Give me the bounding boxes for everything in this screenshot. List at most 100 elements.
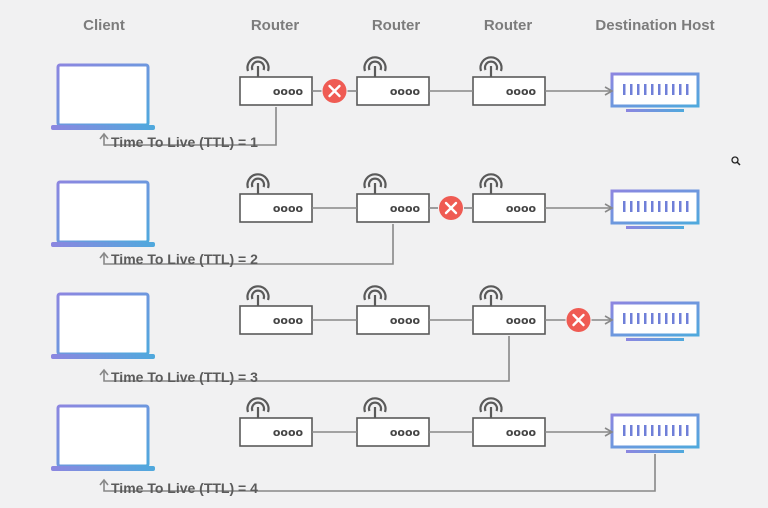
arrow-head <box>604 203 614 213</box>
server-body <box>610 72 700 108</box>
server-slot <box>630 201 633 212</box>
laptop-screen <box>56 63 150 127</box>
server-icon <box>610 189 700 229</box>
return-path <box>103 336 510 382</box>
server-stand <box>626 226 684 229</box>
laptop-screen <box>56 292 150 356</box>
router-ports-label: oooo <box>390 85 421 98</box>
server-stand <box>626 450 684 453</box>
arrow-up-icon <box>99 251 109 259</box>
router-icon: oooo <box>239 56 313 106</box>
server-stand <box>626 109 684 112</box>
ttl-label-row-2: Time To Live (TTL) = 2 <box>111 251 258 267</box>
server-slot <box>623 313 626 324</box>
arrow-up-icon <box>99 132 109 140</box>
router-icon: oooo <box>356 173 430 223</box>
router-body <box>239 76 313 106</box>
wifi-antenna-icon <box>363 56 387 77</box>
router-icon: oooo <box>472 56 546 106</box>
server-slot <box>665 425 668 436</box>
router-icon: oooo <box>239 397 313 447</box>
server-slot <box>651 425 654 436</box>
server-slot <box>651 201 654 212</box>
arrow-up-icon <box>99 368 109 376</box>
router-icon: oooo <box>356 285 430 335</box>
server-slot <box>644 201 647 212</box>
server-slot <box>651 313 654 324</box>
server-slot <box>658 425 661 436</box>
router-ports-label: oooo <box>273 202 304 215</box>
wifi-antenna-icon <box>246 397 270 418</box>
wifi-antenna-icon <box>363 397 387 418</box>
laptop-icon <box>51 292 155 359</box>
server-slot <box>658 313 661 324</box>
x-circle-icon <box>566 308 591 332</box>
ttl-label-row-4: Time To Live (TTL) = 4 <box>111 480 258 496</box>
server-body <box>610 301 700 337</box>
server-icon <box>610 301 700 341</box>
arrow-head <box>604 315 614 325</box>
laptop-base <box>51 242 155 247</box>
server-slot <box>665 84 668 95</box>
server-stand <box>626 338 684 341</box>
router-body <box>239 193 313 223</box>
ttl-label-row-3: Time To Live (TTL) = 3 <box>111 369 258 385</box>
wifi-antenna-icon <box>246 285 270 306</box>
router-ports-label: oooo <box>506 314 537 327</box>
router-body <box>356 417 430 447</box>
wifi-antenna-icon <box>479 173 503 194</box>
header-destination-host: Destination Host <box>595 17 715 34</box>
wifi-antenna-icon <box>479 56 503 77</box>
router-icon: oooo <box>356 397 430 447</box>
server-slot <box>637 201 640 212</box>
server-slot <box>686 425 689 436</box>
router-ports-label: oooo <box>506 85 537 98</box>
server-icon <box>610 72 700 112</box>
router-ports-label: oooo <box>273 85 304 98</box>
server-slot <box>623 201 626 212</box>
router-icon: oooo <box>472 173 546 223</box>
return-path <box>103 454 656 492</box>
arrow-head <box>604 86 614 96</box>
wifi-antenna-icon <box>479 397 503 418</box>
laptop-screen <box>56 180 150 244</box>
server-slot <box>658 84 661 95</box>
server-slot <box>686 84 689 95</box>
laptop-base <box>51 125 155 130</box>
server-slot <box>651 84 654 95</box>
server-slot <box>665 313 668 324</box>
server-body <box>610 413 700 449</box>
wifi-antenna-icon <box>363 285 387 306</box>
server-slot <box>630 313 633 324</box>
header-router-2: Router <box>371 17 421 34</box>
laptop-icon <box>51 63 155 130</box>
server-slot <box>679 201 682 212</box>
server-slot <box>672 313 675 324</box>
server-icon <box>610 413 700 453</box>
router-ports-label: oooo <box>390 426 421 439</box>
laptop-base <box>51 466 155 471</box>
server-slot <box>679 425 682 436</box>
return-path <box>103 107 277 146</box>
server-slot <box>679 313 682 324</box>
arrow-up-icon <box>99 478 109 486</box>
server-slot <box>644 425 647 436</box>
server-slot <box>672 201 675 212</box>
router-body <box>239 417 313 447</box>
wifi-antenna-icon <box>246 56 270 77</box>
wifi-antenna-icon <box>479 285 503 306</box>
server-slot <box>637 313 640 324</box>
router-icon: oooo <box>239 173 313 223</box>
router-icon: oooo <box>239 285 313 335</box>
router-body <box>356 193 430 223</box>
server-body <box>610 189 700 225</box>
laptop-icon <box>51 180 155 247</box>
router-body <box>356 76 430 106</box>
server-slot <box>630 84 633 95</box>
server-slot <box>672 84 675 95</box>
server-slot <box>623 84 626 95</box>
router-icon: oooo <box>472 285 546 335</box>
arrow-head <box>604 427 614 437</box>
router-ports-label: oooo <box>390 314 421 327</box>
